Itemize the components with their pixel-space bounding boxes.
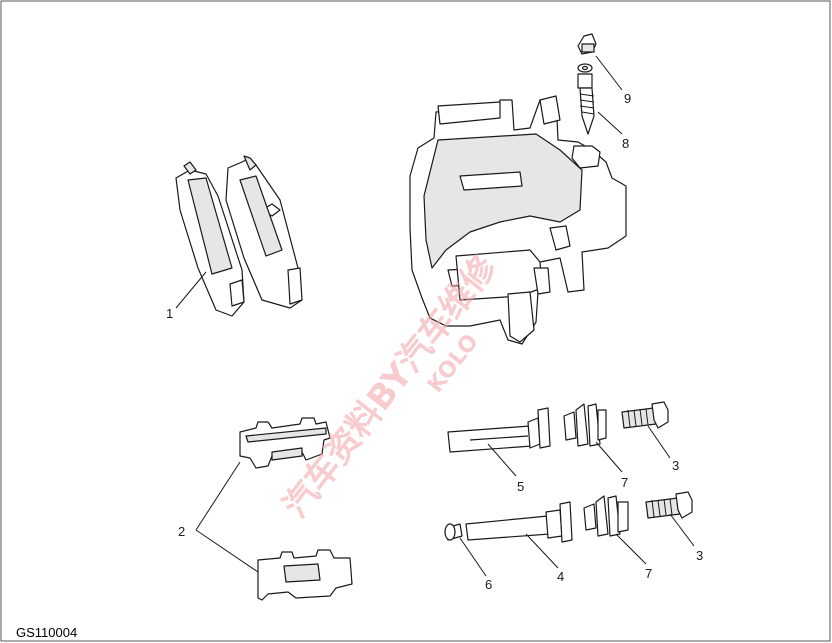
dust-boot-lower	[583, 495, 629, 537]
caliper-bolt-upper	[621, 401, 669, 429]
figure-code: GS110004	[16, 625, 77, 640]
leader-2b	[195, 529, 259, 573]
guide-pin-upper	[447, 407, 551, 453]
caliper-carrier	[409, 95, 627, 345]
watermark-text-line1: 汽车资料BY汽车维修	[276, 247, 506, 525]
callout-labels: 1 2 3 3 4 5 6 7 7 8 9	[166, 91, 703, 592]
bleeder-screw	[577, 73, 595, 135]
dust-boot-upper	[563, 403, 607, 447]
callout-4: 4	[557, 569, 564, 584]
callout-7-lower: 7	[645, 566, 652, 581]
leader-8	[597, 111, 623, 135]
leader-3-upper	[647, 425, 671, 459]
leader-4	[525, 533, 559, 569]
watermark: 汽车资料BY汽车维修	[276, 247, 506, 525]
leader-3-lower	[669, 513, 695, 547]
leader-7-upper	[595, 441, 623, 473]
callout-3-lower: 3	[696, 548, 703, 563]
leader-6	[459, 537, 487, 577]
guide-pin-bushing	[444, 523, 463, 541]
leader-7-lower	[615, 533, 647, 565]
anti-rattle-clips	[239, 417, 353, 601]
callout-8: 8	[622, 136, 629, 151]
caliper-bolt-lower	[645, 491, 693, 519]
leader-9	[595, 55, 623, 91]
callout-3-upper: 3	[672, 458, 679, 473]
leader-5	[487, 443, 517, 477]
callout-5: 5	[517, 479, 524, 494]
callout-6: 6	[485, 577, 492, 592]
callout-2: 2	[178, 524, 185, 539]
leader-1	[175, 271, 207, 309]
brake-pads	[175, 155, 303, 317]
leader-2a	[195, 461, 241, 531]
bleeder-cap	[577, 33, 597, 73]
callout-7-upper: 7	[621, 475, 628, 490]
callout-9: 9	[624, 91, 631, 106]
guide-pin-lower	[465, 501, 573, 543]
leader-lines	[175, 55, 695, 577]
callout-1: 1	[166, 306, 173, 321]
